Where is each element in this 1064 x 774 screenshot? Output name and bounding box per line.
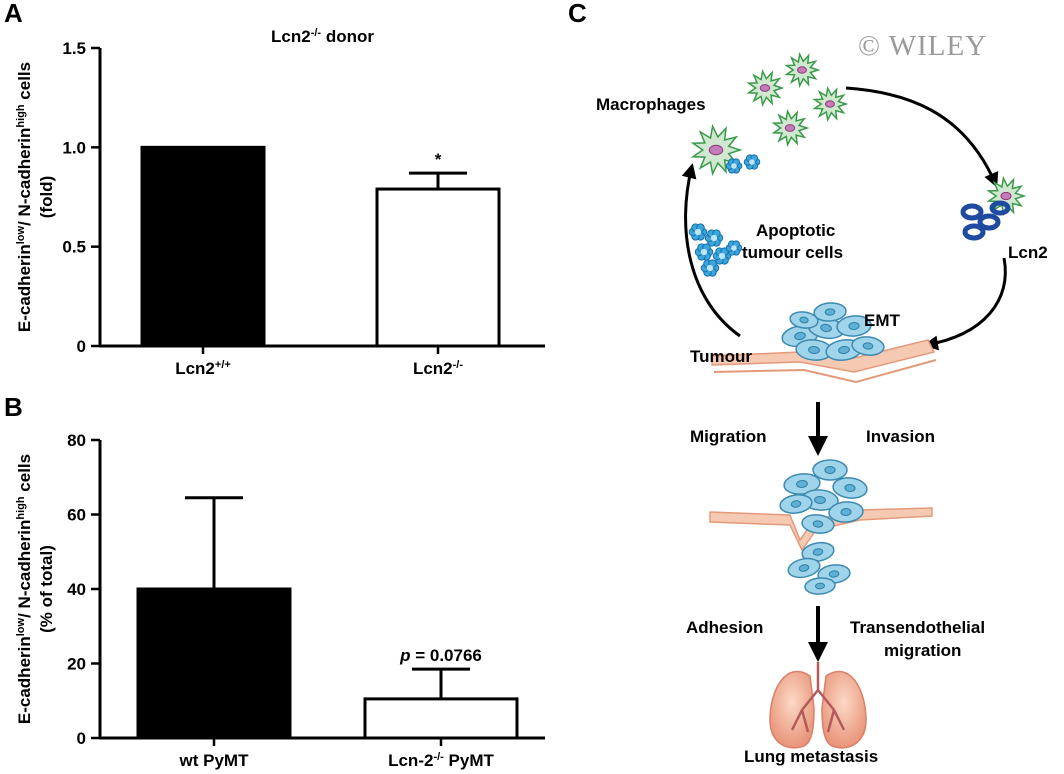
panel-letter-a: A (4, 0, 23, 28)
bar (363, 697, 519, 740)
apoptotic-cells (688, 154, 761, 277)
y-tick-label: 40 (67, 580, 86, 599)
category-label: Lcn2+/+ (175, 359, 231, 378)
y-tick-label: 60 (67, 506, 86, 525)
lcn2-molecules (960, 200, 1011, 241)
bar (375, 187, 501, 348)
panel-letter-c: C (568, 0, 587, 28)
label-migration: Migration (690, 427, 767, 446)
chart-b: 0 20 40 60 80 wt PyMT Lcn-2-/- PyMT p = 0.0766 E… (15, 431, 545, 770)
label-apoptotic-2: tumour cells (742, 243, 843, 262)
lung-icon (769, 662, 867, 749)
label-lcn2: Lcn2 (1008, 243, 1048, 262)
blood-vessel-2 (709, 507, 933, 552)
significance-label: p = 0.0766 (399, 646, 482, 665)
category-label: wt PyMT (179, 751, 250, 770)
arrow-macrophage-to-lcn2 (845, 86, 999, 188)
label-transendothelial-2: migration (884, 641, 961, 660)
y-tick-label: 1.0 (62, 138, 86, 157)
bar (136, 587, 292, 740)
panel-letter-b: B (4, 392, 23, 422)
diagram-c: Macrophages Apoptotic tumour cells Lcn2 … (596, 51, 1048, 766)
label-apoptotic-1: Apoptotic (756, 221, 835, 240)
label-macrophages: Macrophages (596, 95, 706, 114)
chart-title: Lcn2-/- donor (271, 27, 374, 46)
label-adhesion: Adhesion (686, 618, 763, 637)
label-emt: EMT (864, 311, 901, 330)
y-axis-label: (fold) (37, 176, 56, 218)
y-tick-label: 0 (77, 337, 86, 356)
label-invasion: Invasion (866, 427, 935, 446)
arrow-tumour-to-macrophage (681, 163, 741, 338)
y-tick-label: 20 (67, 655, 86, 674)
y-tick-label: 0.5 (62, 238, 86, 257)
y-axis-label: E-cadherinlow/ N-cadherinhigh cells (15, 62, 34, 332)
y-tick-label: 0 (77, 729, 86, 748)
bar (140, 145, 266, 348)
macrophage-cells (690, 51, 1027, 217)
label-lung-metastasis: Lung metastasis (744, 747, 878, 766)
y-axis-label: E-cadherinlow/ N-cadherinhigh cells (15, 454, 34, 724)
arrow-lcn2-to-emt (923, 257, 1007, 351)
label-transendothelial-1: Transendothelial (850, 618, 985, 637)
category-label: Lcn2-/- (413, 359, 463, 378)
tumour-cluster-1 (781, 302, 885, 361)
watermark: © WILEY (858, 30, 988, 62)
category-label: Lcn-2-/- PyMT (388, 751, 494, 770)
y-axis-label: (% of total) (37, 545, 56, 633)
label-tumour: Tumour (690, 347, 752, 366)
y-tick-label: 1.5 (62, 39, 86, 58)
y-tick-label: 80 (67, 431, 86, 450)
significance-label: * (435, 150, 442, 169)
tumour-cluster-2 (779, 459, 868, 595)
